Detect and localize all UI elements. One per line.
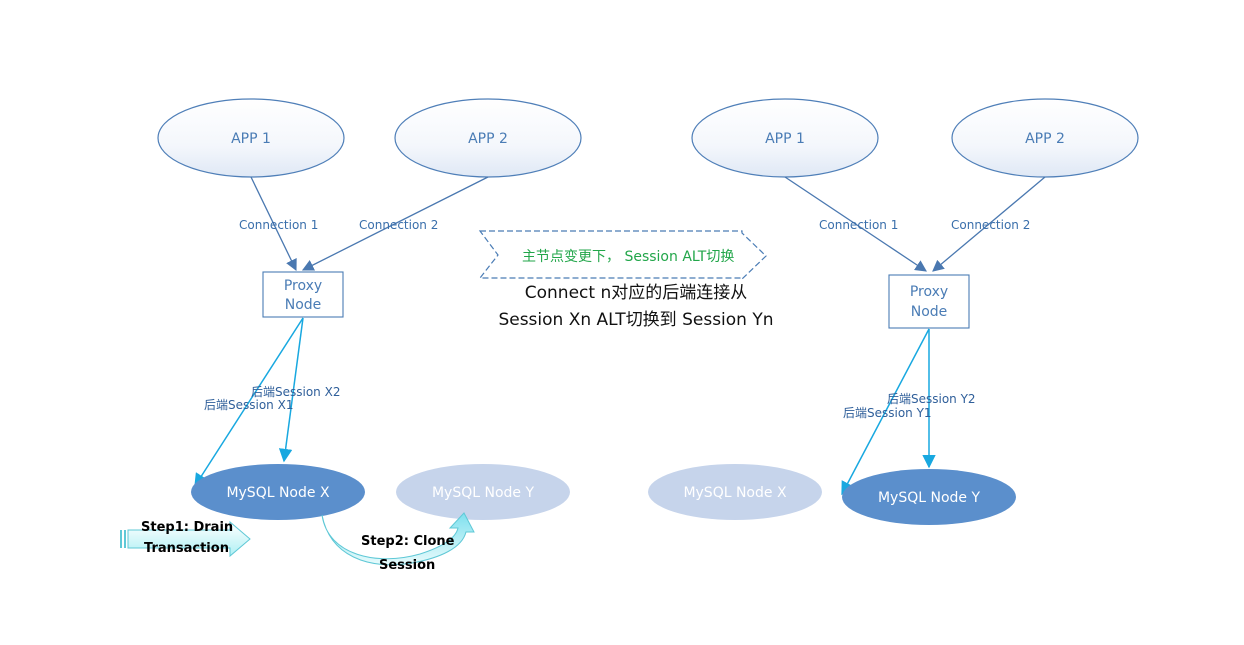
left-connection2-line: [301, 176, 489, 271]
right-session-y1-label: 后端Session Y1: [843, 406, 932, 420]
right-mysql-node-y: [842, 469, 1016, 525]
step2-label-line1: Step2: Clone: [361, 534, 455, 549]
left-mysql-node-x-label: MySQL Node X: [226, 485, 330, 501]
left-app1-label: APP 1: [231, 131, 271, 147]
left-session-x1-line: [194, 317, 304, 488]
switch-arrow-text: 主节点变更下， Session ALT切换: [522, 248, 734, 265]
left-proxy-label-line1: Proxy: [284, 278, 322, 294]
left-topology: APP 1 APP 2 Connection 1 Connection 2 Pr…: [120, 98, 582, 573]
left-connection1-line: [250, 176, 297, 272]
left-connection1-label: Connection 1: [239, 218, 318, 232]
switch-description-line2: Session Xn ALT切换到 Session Yn: [498, 310, 773, 330]
left-connection2-label: Connection 2: [359, 218, 438, 232]
right-connection1-line: [784, 176, 927, 272]
step1-label-line1: Step1: Drain: [141, 520, 233, 535]
left-session-x2-label: 后端Session X2: [251, 385, 340, 399]
left-app2-label: APP 2: [468, 131, 508, 147]
left-mysql-node-y: [396, 464, 570, 520]
right-proxy-label-line2: Node: [911, 304, 948, 320]
right-topology: APP 1 APP 2 Connection 1 Connection 2 Pr…: [648, 98, 1139, 525]
left-mysql-node-y-label: MySQL Node Y: [432, 485, 535, 501]
right-session-y1-line: [841, 328, 930, 496]
left-proxy-node: [262, 271, 344, 318]
step1-label-line2: Transaction: [144, 541, 229, 556]
switch-arrow-shape: [478, 230, 767, 281]
switch-description-line1: Connect n对应的后端连接从: [525, 283, 747, 303]
step2-label-line2: Session: [379, 558, 435, 573]
left-session-x1-label: 后端Session X1: [204, 398, 293, 412]
right-app1-label: APP 1: [765, 131, 805, 147]
right-session-y2-label: 后端Session Y2: [887, 392, 976, 406]
right-mysql-node-y-label: MySQL Node Y: [878, 490, 981, 506]
right-app2-label: APP 2: [1025, 131, 1065, 147]
right-proxy-label-line1: Proxy: [910, 284, 948, 300]
right-mysql-node-x: [648, 464, 822, 520]
right-connection1-label: Connection 1: [819, 218, 898, 232]
right-proxy-node: [888, 274, 970, 329]
left-proxy-label-line2: Node: [285, 297, 322, 313]
right-connection2-line: [932, 176, 1046, 272]
right-connection2-label: Connection 2: [951, 218, 1030, 232]
right-mysql-node-x-label: MySQL Node X: [683, 485, 787, 501]
step2-clone-arrow: [321, 512, 475, 566]
switch-indicator: 主节点变更下， Session ALT切换 Connect n对应的后端连接从 …: [478, 230, 774, 330]
left-session-x2-line: [278, 317, 304, 463]
step1-drain-arrow: [120, 520, 251, 558]
left-mysql-node-x: [191, 464, 365, 520]
